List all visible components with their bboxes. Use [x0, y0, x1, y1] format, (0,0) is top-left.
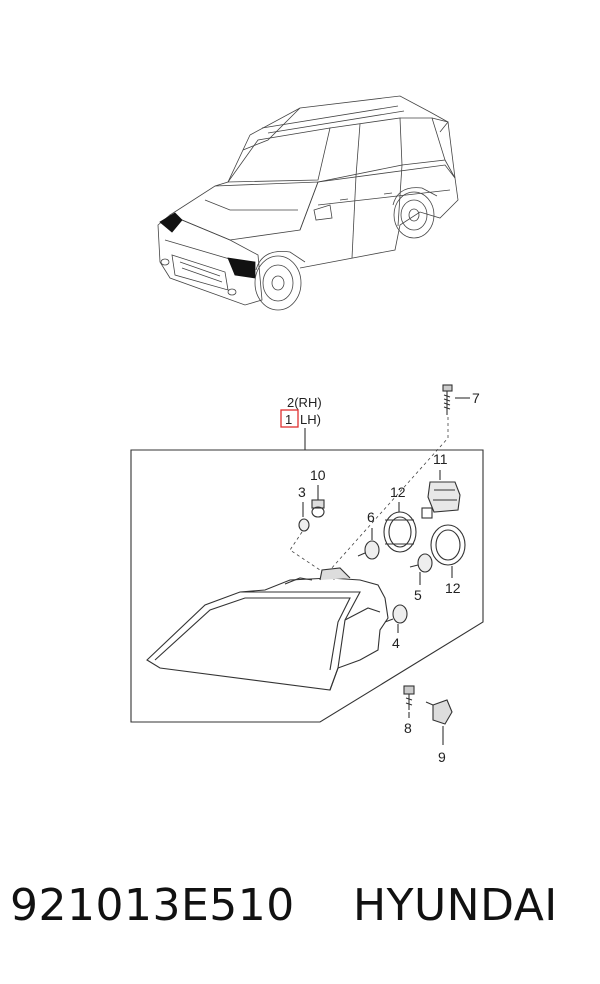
dashed-leader-7 — [329, 417, 449, 571]
callout-10: 10 — [310, 467, 326, 483]
callout-lh-number: 1 — [285, 412, 292, 427]
actuator-icon-11 — [421, 481, 461, 519]
clip-icon-3 — [298, 518, 310, 532]
bulb-icon-6 — [357, 540, 380, 560]
clip-icon-10 — [311, 499, 325, 518]
callout-6: 6 — [367, 509, 375, 525]
headlamp-assembly-icon — [146, 567, 389, 691]
callout-9: 9 — [438, 749, 446, 765]
bolt-icon-7 — [442, 384, 453, 415]
bracket-icon-9 — [425, 699, 453, 725]
callout-5: 5 — [414, 587, 422, 603]
vehicle-illustration — [157, 95, 459, 311]
ring-icon-12-bottom — [430, 524, 466, 566]
brand-name: HYUNDAI — [353, 880, 558, 931]
ring-icon-12-top — [383, 511, 417, 553]
bulb-icon-4 — [384, 604, 408, 624]
callout-lh-text: LH) — [300, 412, 321, 427]
callout-12-top: 12 — [390, 484, 406, 500]
callout-11: 11 — [433, 451, 448, 467]
assembly-frame — [130, 449, 484, 723]
callout-12-bottom: 12 — [445, 580, 461, 596]
callout-7: 7 — [472, 390, 480, 406]
callout-3: 3 — [298, 484, 306, 500]
bolt-icon-8 — [403, 685, 415, 710]
footer: 921013E510 HYUNDAI — [0, 880, 600, 950]
callout-4: 4 — [392, 635, 400, 651]
bulb-icon-5 — [409, 553, 433, 573]
part-number: 921013E510 — [10, 880, 295, 931]
callout-rh: 2(RH) — [287, 395, 322, 410]
highlight-box — [280, 409, 299, 428]
callout-8: 8 — [404, 720, 412, 736]
